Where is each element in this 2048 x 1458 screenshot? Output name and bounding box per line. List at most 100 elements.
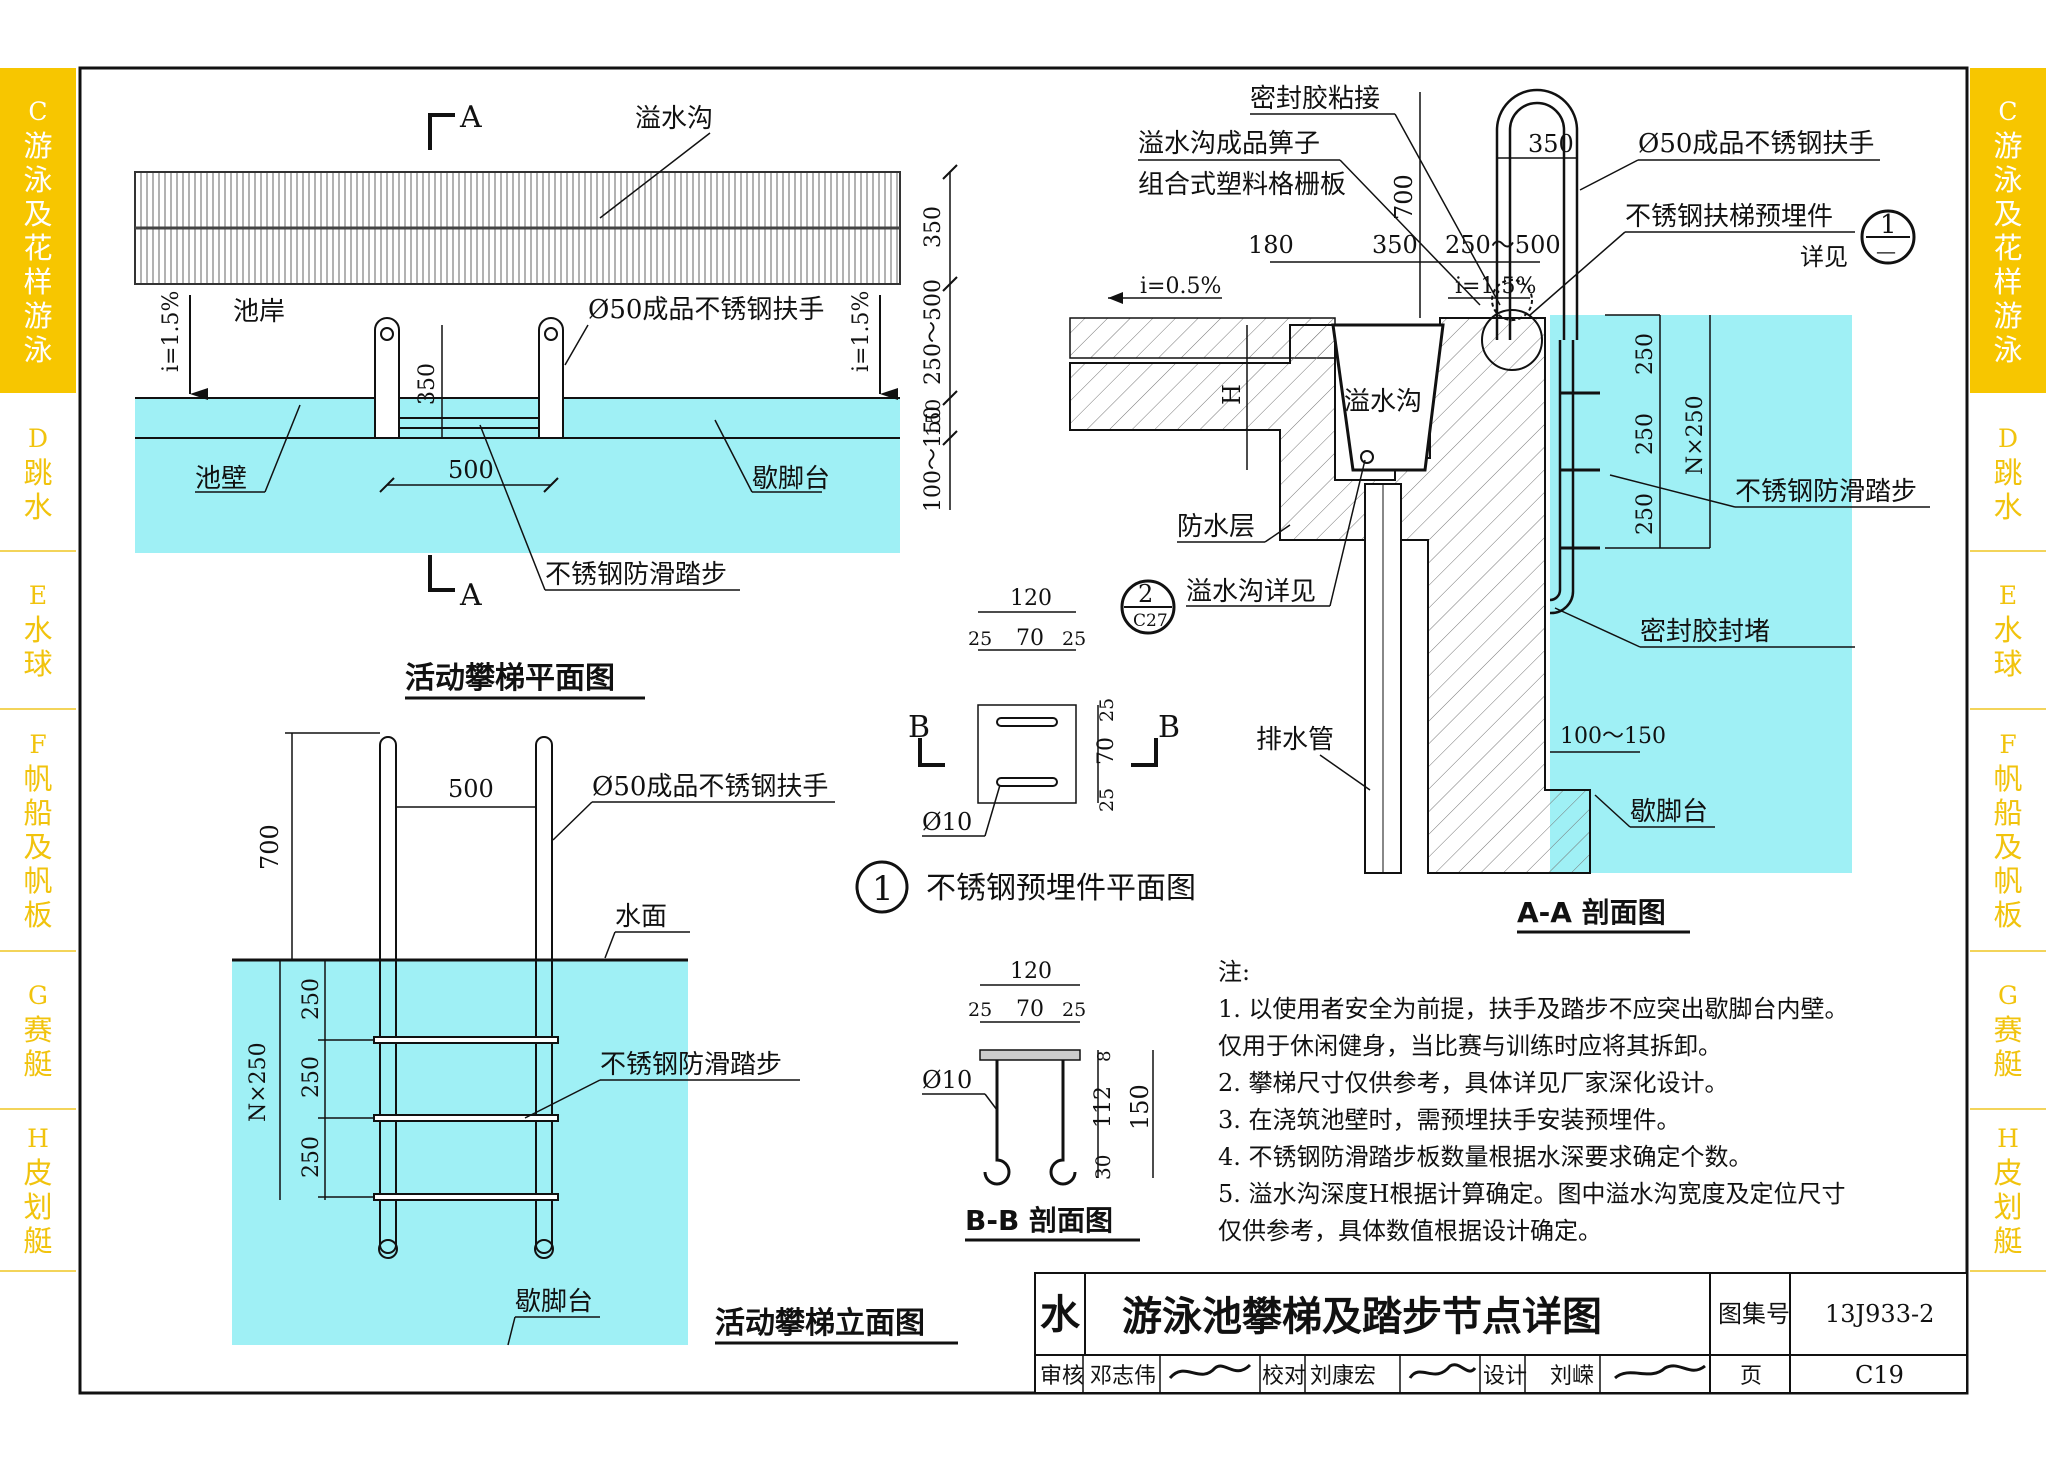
plan-section-mark-bottom: A [459, 578, 482, 613]
aa-dim-n: N×250 [1683, 395, 1708, 475]
bb-dim-leg: 112 [1091, 1086, 1116, 1128]
embed-dim-side-b: 25 [1096, 788, 1118, 812]
bb-dim-hook: 30 [1091, 1155, 1115, 1180]
aa-slope-deck: i=0.5% [1140, 274, 1221, 299]
tab-code: G [1998, 981, 2018, 1010]
plan-view: A A 溢水沟 池岸 池壁 歇脚台 Ø50成品不锈钢扶手 不锈钢防滑踏步 i=1… [134, 100, 958, 700]
plan-dim-edge: 150 [921, 399, 945, 437]
plan-slope-left: i=1.5% [159, 291, 184, 372]
aa-dim-step-2: 250 [1633, 413, 1658, 455]
note-line-4: 3. 在浇筑池壁时，需预埋扶手安装预埋件。 [1218, 1106, 1681, 1134]
note-line-3: 2. 攀梯尺寸仅供参考，具体详见厂家深化设计。 [1218, 1069, 1729, 1097]
aa-dim-h: H [1218, 384, 1246, 405]
tb-checker-signature [1408, 1363, 1477, 1379]
aa-sealant-seal-label: 密封胶封堵 [1640, 617, 1770, 647]
plan-gutter-label: 溢水沟 [635, 104, 713, 134]
elevation-title: 活动攀梯立面图 [715, 1306, 925, 1341]
aa-dim-ledge: 100～150 [1560, 724, 1666, 749]
tab-code: G [28, 981, 48, 1010]
note-line-7: 仅供参考，具体数值根据设计确定。 [1218, 1217, 1602, 1245]
tb-atlas-no: 13J933-2 [1825, 1300, 1934, 1328]
title-block: 水 游泳池攀梯及踏步节点详图 图集号 13J933-2 审核 邓志伟 校对 刘康… [1034, 1272, 1968, 1394]
aa-title: A-A 剖面图 [1517, 896, 1666, 929]
plan-water [135, 398, 900, 553]
tb-designer: 刘嵘 [1550, 1364, 1594, 1389]
tab-code: H [27, 1124, 49, 1153]
tab-code: F [1999, 730, 2017, 759]
elev-water-label: 水面 [615, 902, 667, 932]
plan-dim-spacing: 500 [448, 456, 494, 484]
tab-label: 帆船及帆板 [1993, 762, 2023, 932]
aa-handrail-label: Ø50成品不锈钢扶手 [1638, 129, 1874, 159]
embed-number: 1 [872, 869, 894, 909]
tab-g[interactable]: G 赛艇 [1970, 952, 2046, 1110]
aa-dim-rail: 350 [1528, 130, 1574, 158]
embed-dim-mid-v: 70 [1094, 737, 1119, 765]
bb-dim-total: 120 [1010, 959, 1052, 984]
aa-embed-label: 不锈钢扶梯预埋件 [1625, 202, 1833, 232]
plan-slope-right: i=1.5% [849, 291, 874, 372]
embed-dim-total: 120 [1010, 586, 1052, 611]
embed-title: 不锈钢预埋件平面图 [926, 871, 1196, 906]
bb-dim-side-r: 25 [1062, 999, 1086, 1021]
tab-code: H [1997, 1124, 2019, 1153]
elev-handrail-label: Ø50成品不锈钢扶手 [592, 772, 828, 802]
tb-atlas-label: 图集号 [1718, 1300, 1790, 1328]
plan-handrail-label: Ø50成品不锈钢扶手 [588, 295, 824, 325]
aa-gutter-label: 溢水沟 [1344, 387, 1422, 417]
aa-dim-350: 350 [1372, 231, 1418, 259]
tab-f[interactable]: F 帆船及帆板 [1970, 710, 2046, 952]
aa-section: 密封胶粘接 溢水沟成品箅子 组合式塑料格栅板 Ø50成品不锈钢扶手 不锈钢扶梯预… [1069, 84, 1930, 934]
tab-code: E [28, 581, 48, 610]
tab-label: 游泳及花样游泳 [1993, 128, 2023, 367]
tab-label: 水球 [1993, 613, 2023, 681]
tb-checker: 刘康宏 [1310, 1364, 1376, 1389]
bb-dim-plate: 8 [1094, 1051, 1115, 1062]
aa-drain-label: 排水管 [1256, 725, 1334, 755]
aa-waterproof-label: 防水层 [1177, 512, 1255, 542]
aa-grate-2: 组合式塑料格栅板 [1138, 170, 1346, 200]
elevation-water [232, 960, 688, 1345]
tb-check-label: 校对 [1262, 1364, 1306, 1389]
tab-g[interactable]: G 赛艇 [0, 952, 76, 1110]
elev-dim-top: 700 [256, 824, 284, 870]
plan-deck-label: 池岸 [233, 297, 285, 327]
plan-dim-ledge: 100～150 [921, 406, 946, 512]
plan-step-label: 不锈钢防滑踏步 [545, 560, 727, 590]
plan-dim-deck: 250～500 [921, 279, 946, 385]
tab-label: 赛艇 [1993, 1013, 2023, 1081]
elev-dim-width: 500 [448, 775, 494, 803]
aa-dim-deck: 250～500 [1445, 231, 1561, 259]
plan-dim-rail: 350 [415, 363, 440, 405]
elev-dim-total: N×250 [246, 1042, 271, 1122]
notes-heading: 注: [1218, 958, 1250, 986]
elev-ledge-label: 歇脚台 [515, 1287, 593, 1317]
plan-section-mark-top: A [459, 100, 482, 135]
embed-plan: 120 25 70 25 25 70 25 B B Ø10 1 不锈钢预埋件平面… [855, 586, 1196, 914]
tab-label: 跳水 [23, 455, 53, 524]
bb-bar-label: Ø10 [922, 1066, 972, 1094]
elev-dim-step-1: 250 [299, 978, 324, 1020]
plan-dim-gutter: 350 [921, 206, 946, 248]
tab-label: 帆船及帆板 [23, 762, 53, 932]
tab-code: D [1997, 423, 2019, 453]
aa-gutter-detail-label: 溢水沟详见 [1186, 577, 1316, 607]
tab-label: 赛艇 [23, 1013, 53, 1081]
aa-ref-sheet: — [1876, 239, 1896, 263]
elev-dim-step-3: 250 [299, 1136, 324, 1178]
aa-grate-1: 溢水沟成品箅子 [1138, 129, 1320, 159]
embed-dim-side-t: 25 [1096, 698, 1118, 722]
tab-code: C [1998, 96, 2018, 126]
aa-slope-edge: i=1.5% [1455, 274, 1536, 299]
bb-plate [979, 1049, 1081, 1061]
bb-dim-height: 150 [1126, 1084, 1154, 1130]
